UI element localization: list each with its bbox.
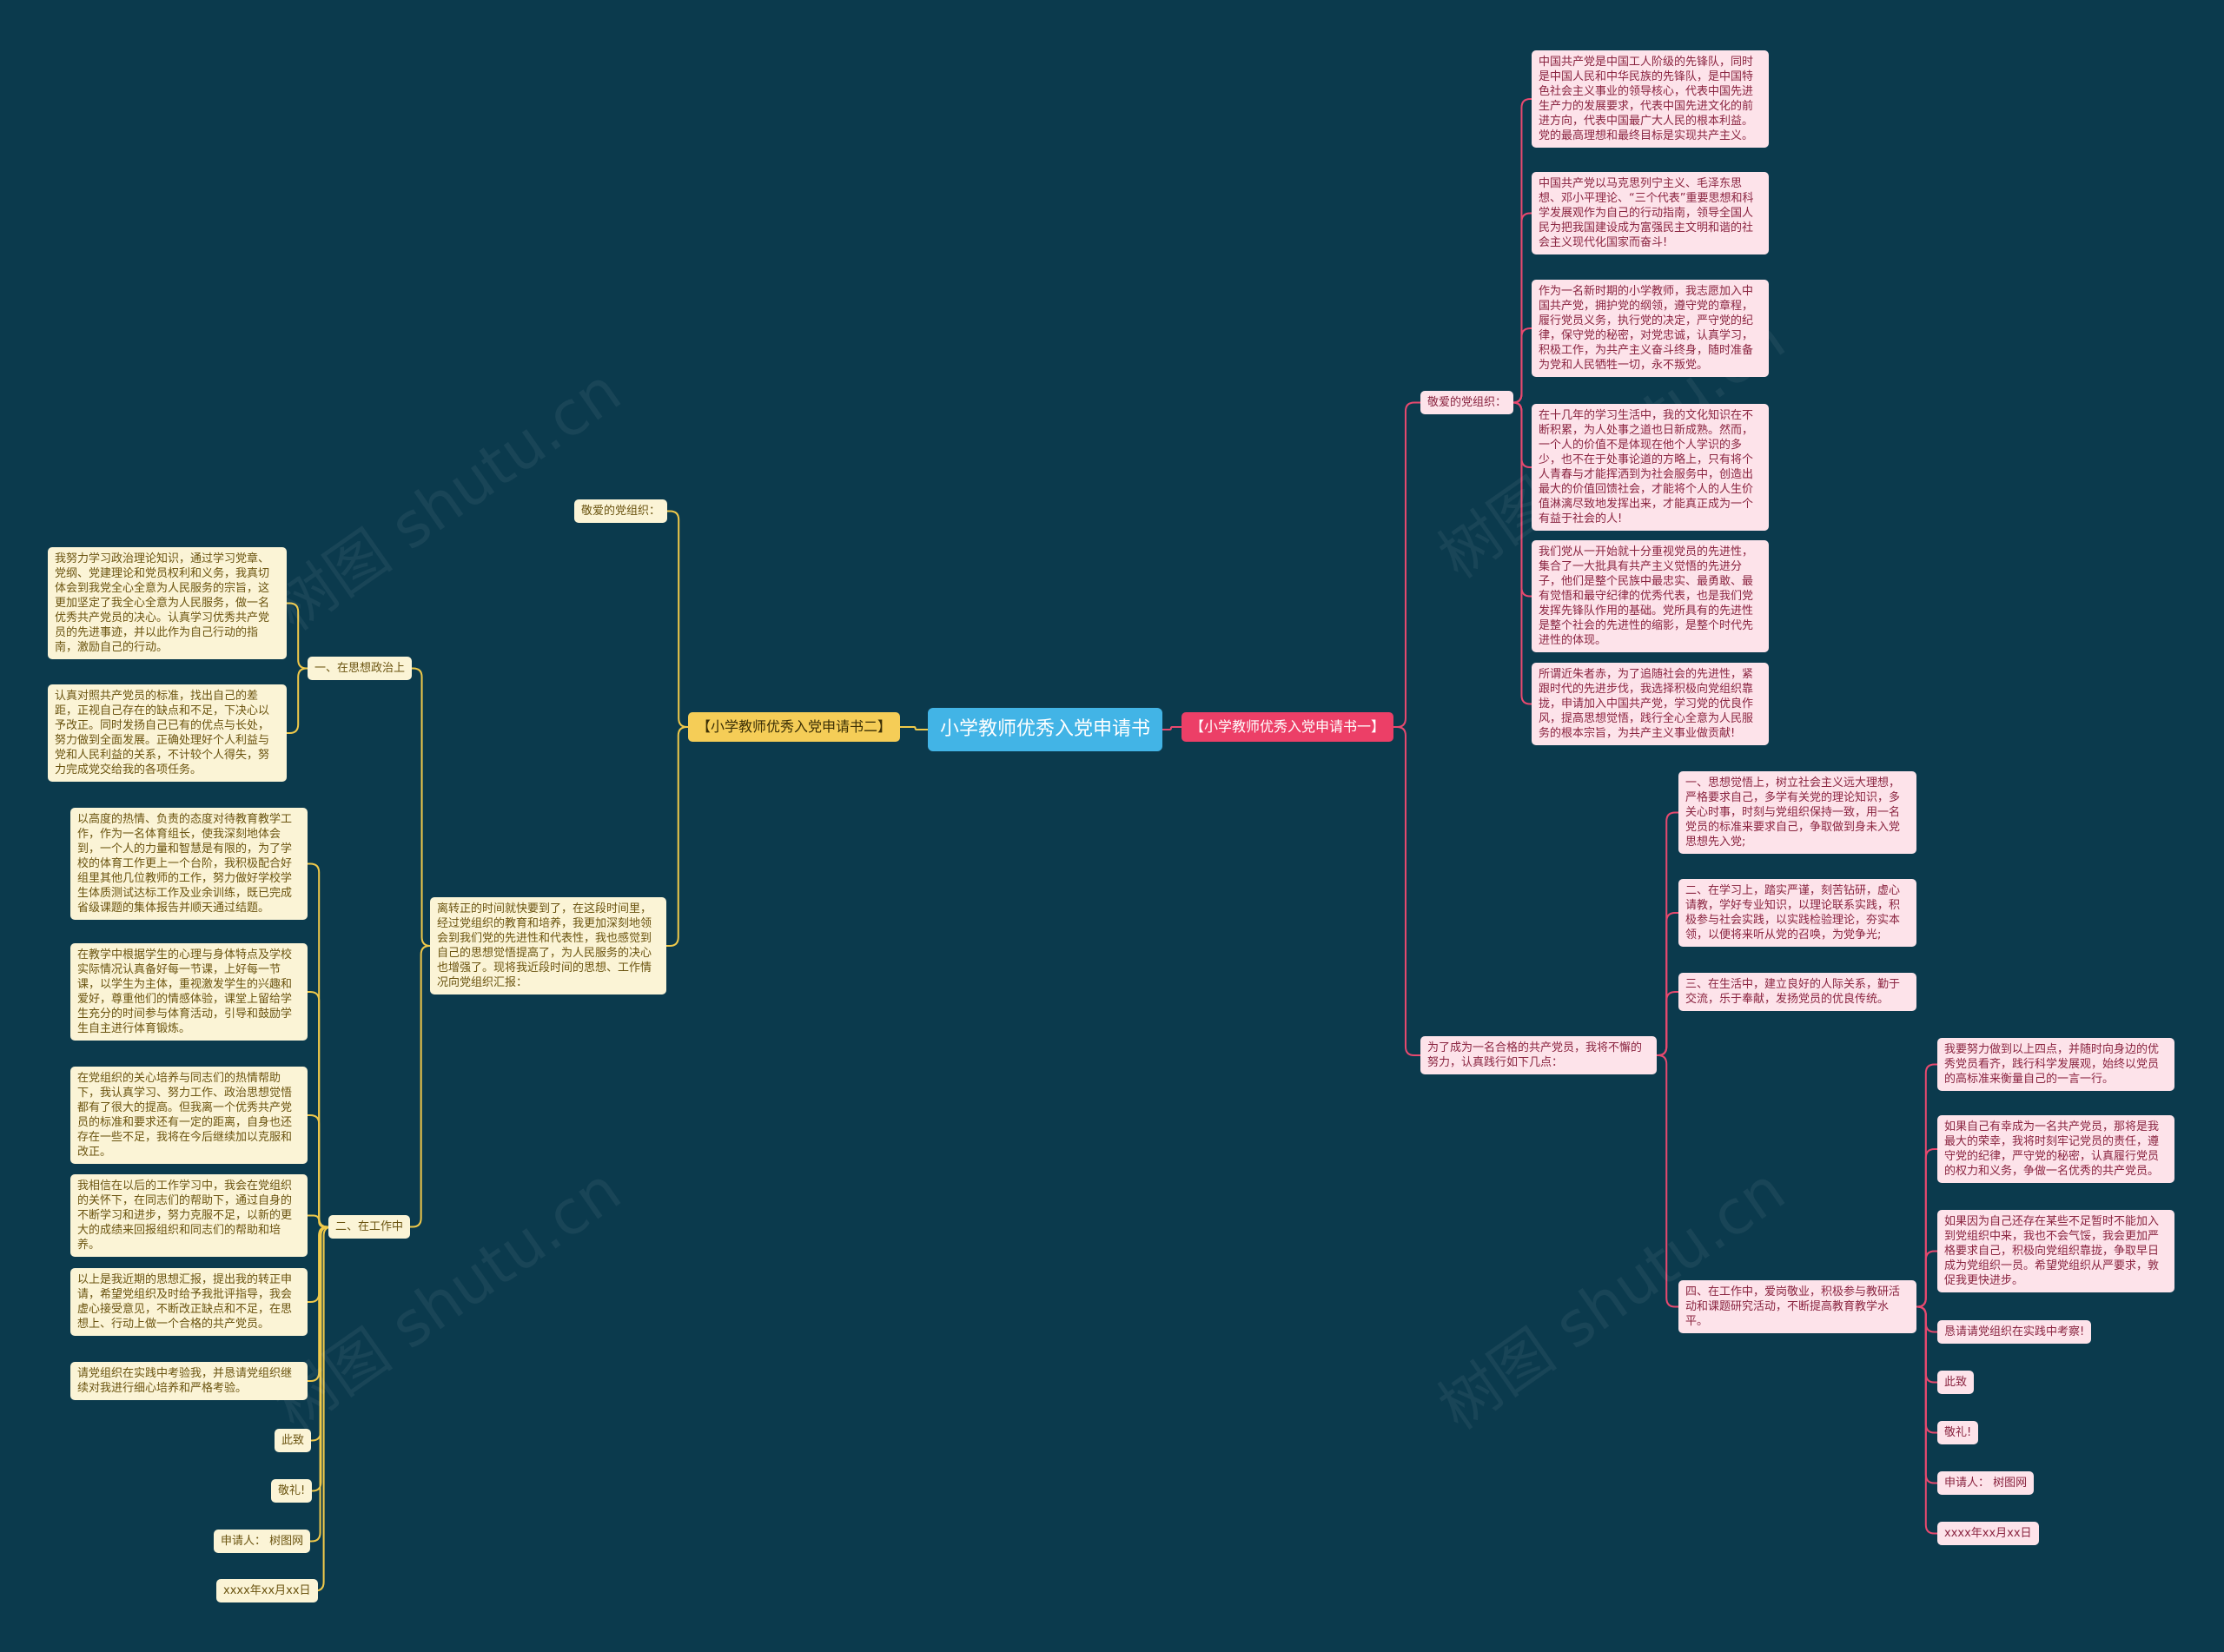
right-plan-item[interactable]: 三、在生活中，建立良好的人际关系，勤于交流，乐于奉献，发扬党员的优良传统。 <box>1678 973 1916 1011</box>
connector-line <box>308 1214 328 1228</box>
left-work-item[interactable]: 在党组织的关心培养与同志们的热情帮助下，我认真学习、努力工作、政治思想觉悟都有了… <box>70 1067 308 1164</box>
connector-line <box>1657 1054 1678 1308</box>
connector-line <box>287 602 308 670</box>
connector-line <box>310 1226 329 1543</box>
connector-line <box>1512 401 1532 468</box>
right-greeting-item[interactable]: 中国共产党是中国工人阶级的先锋队，同时是中国人民和中华民族的先锋队，是中国特色社… <box>1532 50 1769 148</box>
connector-line <box>1512 401 1532 705</box>
connector-line <box>1657 912 1678 1056</box>
connector-line <box>412 667 431 947</box>
watermark: 树图 shutu.cn <box>261 354 634 644</box>
left-politics-item[interactable]: 认真对照共产党员的标准，找出自己的差距，正视自己存在的缺点和不足，下决心以予改正… <box>48 684 287 782</box>
right-greeting-item[interactable]: 中国共产党以马克思列宁主义、毛泽东思想、邓小平理论、“三个代表”重要思想和科学发… <box>1532 172 1769 254</box>
right-closing-zhici[interactable]: 此致 <box>1937 1371 1975 1394</box>
left-applicant[interactable]: 申请人： 树图网 <box>214 1530 311 1553</box>
right-date[interactable]: xxxx年xx月xx日 <box>1937 1522 2039 1545</box>
connector-line <box>1916 1305 1937 1434</box>
left-work-item[interactable]: 在教学中根据学生的心理与身体特点及学校实际情况认真备好每一节课，上好每一节课，以… <box>70 943 308 1041</box>
branch-right-application-1[interactable]: 【小学教师优秀入党申请书一】 <box>1182 712 1394 742</box>
left-greeting[interactable]: 敬爱的党组织： <box>574 499 668 523</box>
connector-line <box>1916 1305 1937 1484</box>
connector-line <box>1916 1250 1937 1308</box>
left-intro[interactable]: 离转正的时间就快要到了，在这段时间里，经过党组织的教育和培养，我更加深刻地领会到… <box>430 897 666 995</box>
right-greeting-item[interactable]: 我们党从一开始就十分重视党员的先进性，集合了一大批具有共产主义觉悟的先进分子，他… <box>1532 540 1769 652</box>
connector-line <box>1657 811 1678 1056</box>
connector-line <box>311 1226 330 1442</box>
connector-line <box>900 726 928 730</box>
right-fourth-item[interactable]: 如果自己有幸成为一名共产党员，那将是我最大的荣幸，我将时刻牢记党员的责任，遵守党… <box>1937 1115 2174 1183</box>
left-politics-item[interactable]: 我努力学习政治理论知识，通过学习党章、党纲、党建理论和党员权利和义务，我真切体会… <box>48 547 287 659</box>
right-fourth-request[interactable]: 恳请请党组织在实践中考察! <box>1937 1320 2092 1344</box>
connector-line <box>1393 726 1420 1056</box>
connector-line <box>1657 991 1678 1056</box>
connector-line <box>1916 1305 1937 1333</box>
right-plan-item[interactable]: 二、在学习上，踏实严谨，刻苦钻研，虚心请教，学好专业知识，以理论联系实践，积极参… <box>1678 879 1916 947</box>
left-work-item[interactable]: 以高度的热情、负责的态度对待教育教学工作，作为一名体育组长，使我深刻地体会到，一… <box>70 808 308 920</box>
connector-line <box>666 726 688 947</box>
left-closing-zhici[interactable]: 此致 <box>275 1429 312 1452</box>
connector-line <box>1393 401 1420 728</box>
left-work-label[interactable]: 二、在工作中 <box>328 1215 411 1239</box>
right-plan-label[interactable]: 为了成为一名合格的共产党员，我将不懈的努力，认真践行如下几点： <box>1420 1036 1657 1074</box>
connector-line <box>667 510 688 728</box>
branch-left-application-2[interactable]: 【小学教师优秀入党申请书二】 <box>688 712 901 742</box>
connector-line <box>287 667 308 734</box>
right-greeting-item[interactable]: 所谓近朱者赤，为了追随社会的先进性，紧跟时代的先进步伐，我选择积极向党组织靠拢，… <box>1532 663 1769 745</box>
connector-line <box>1512 327 1532 404</box>
right-applicant[interactable]: 申请人： 树图网 <box>1937 1471 2035 1495</box>
connector-line <box>308 862 328 1228</box>
right-plan-fourth[interactable]: 四、在工作中，爱岗敬业，积极参与教研活动和课题研究活动，不断提高教育教学水平。 <box>1678 1280 1916 1333</box>
connector-line <box>308 1226 328 1303</box>
connector-line <box>1916 1063 1937 1308</box>
root-topic[interactable]: 小学教师优秀入党申请书 <box>928 708 1163 751</box>
left-date[interactable]: xxxx年xx月xx日 <box>216 1579 318 1602</box>
right-fourth-item[interactable]: 如果因为自己还存在某些不足暂时不能加入到党组织中来，我也不会气馁，我会更加严格要… <box>1937 1210 2174 1292</box>
right-plan-item[interactable]: 一、思想觉悟上，树立社会主义远大理想，严格要求自己，多学有关党的理论知识，多关心… <box>1678 771 1916 854</box>
right-closing-jingli[interactable]: 敬礼! <box>1937 1421 1979 1444</box>
connector-line <box>410 945 430 1228</box>
connector-line <box>1512 212 1532 404</box>
watermark: 树图 shutu.cn <box>261 1153 634 1444</box>
left-politics-label[interactable]: 一、在思想政治上 <box>308 657 413 680</box>
connector-line <box>1916 1305 1937 1535</box>
connector-line <box>308 1226 328 1382</box>
connector-line <box>308 1114 328 1228</box>
connector-line <box>1162 726 1182 730</box>
left-closing-jingli[interactable]: 敬礼! <box>271 1479 313 1503</box>
right-greeting-item[interactable]: 在十几年的学习生活中，我的文化知识在不断积累，为人处事之道也日新成熟。然而，一个… <box>1532 404 1769 531</box>
connector-line <box>308 991 328 1228</box>
connector-line <box>1512 401 1532 598</box>
connector-line <box>1916 1305 1937 1384</box>
connector-line <box>314 1226 333 1592</box>
right-greeting[interactable]: 敬爱的党组织： <box>1420 391 1514 414</box>
connector-line <box>1512 98 1532 404</box>
right-greeting-item[interactable]: 作为一名新时期的小学教师，我志愿加入中国共产党，拥护党的纲领，遵守党的章程，履行… <box>1532 280 1769 377</box>
connector-line <box>312 1226 330 1492</box>
left-work-item[interactable]: 请党组织在实践中考验我，并恳请党组织继续对我进行细心培养和严格考验。 <box>70 1362 308 1400</box>
left-work-item[interactable]: 我相信在以后的工作学习中，我会在党组织的关怀下，在同志们的帮助下，通过自身的不断… <box>70 1174 308 1257</box>
connector-line <box>1916 1148 1937 1308</box>
right-fourth-item[interactable]: 我要努力做到以上四点，并随时向身边的优秀党员看齐，践行科学发展观，始终以党员的高… <box>1937 1038 2174 1091</box>
left-work-item[interactable]: 以上是我近期的思想汇报，提出我的转正申请，希望党组织及时给予我批评指导，我会虚心… <box>70 1268 308 1336</box>
